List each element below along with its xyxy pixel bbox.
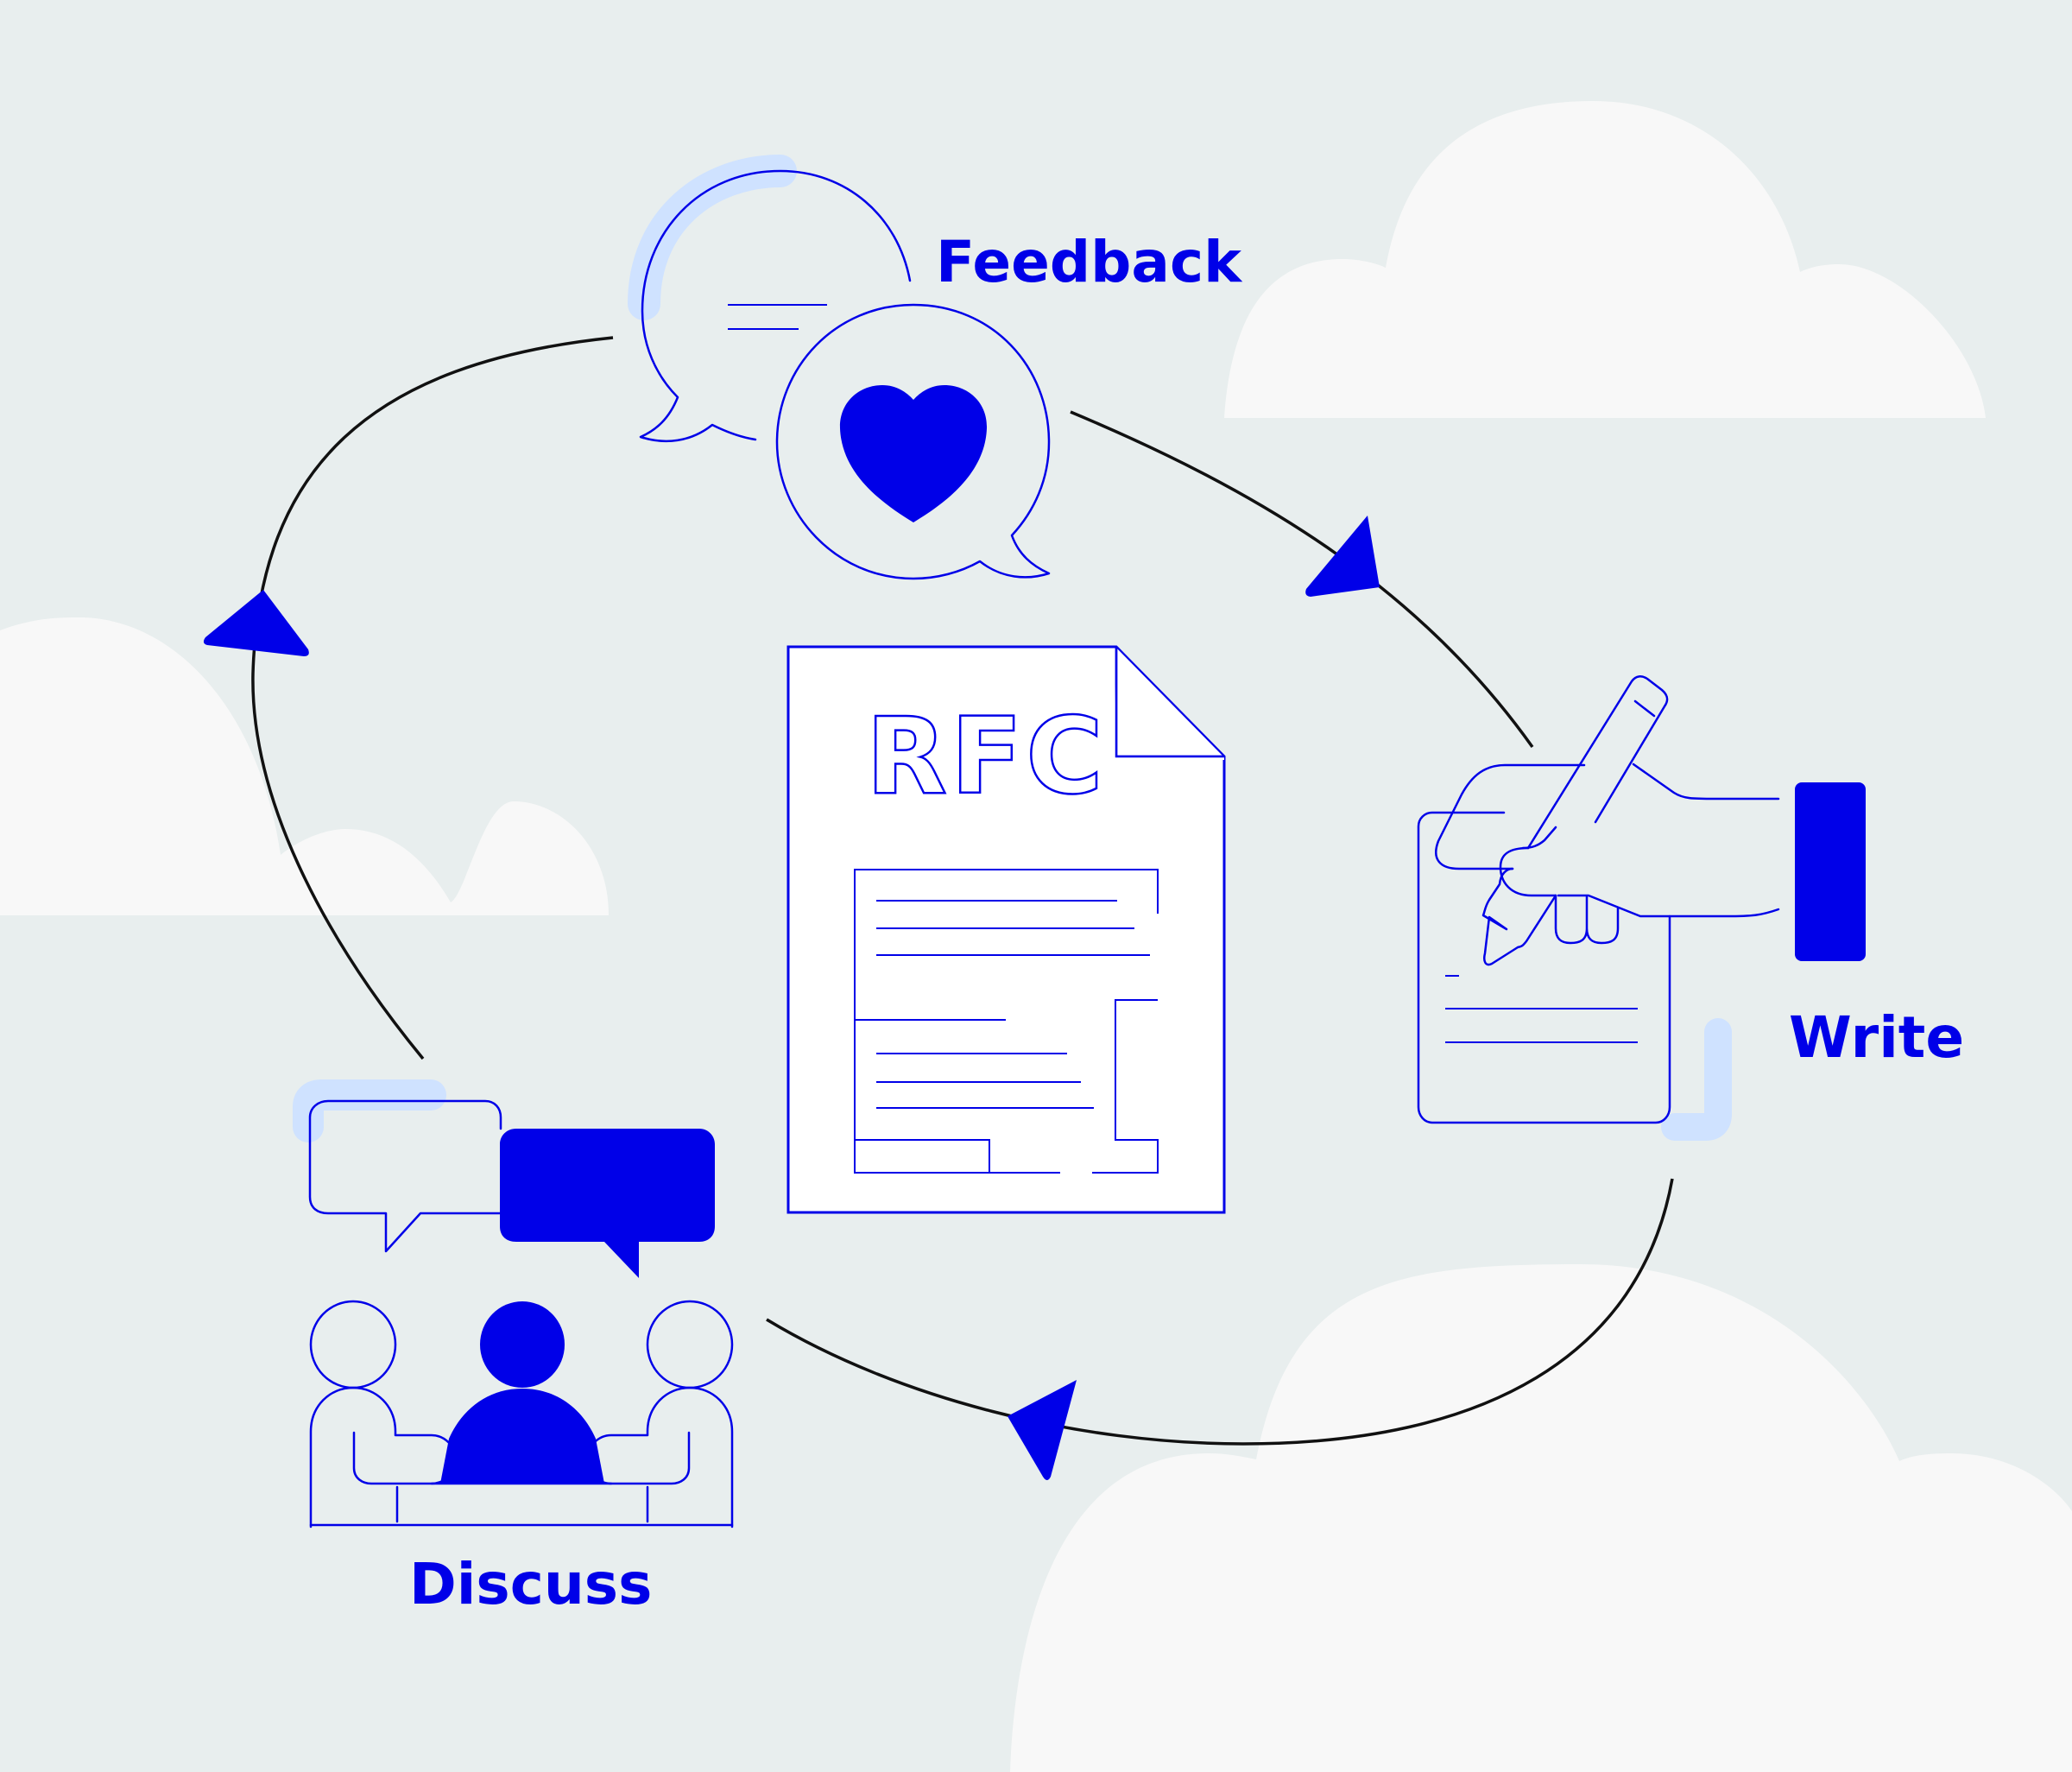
rfc-title: RFC — [866, 695, 1107, 818]
speech-bubble-filled-icon — [500, 1129, 715, 1278]
document-content — [854, 869, 1159, 1174]
connector-discuss-to-feedback — [251, 336, 614, 1060]
stage-label-discuss: Discuss — [409, 1551, 652, 1617]
meeting-table — [309, 1482, 734, 1527]
person-center-body — [440, 1389, 604, 1484]
rfc-document-icon: RFC — [786, 645, 1226, 1214]
pencil-icon — [1481, 675, 1669, 966]
stage-label-write: Write — [1789, 1004, 1964, 1071]
discuss-highlight — [293, 1079, 446, 1142]
cloud-top-right — [1224, 101, 1986, 418]
arrow-to-discuss-icon — [1008, 1380, 1077, 1480]
hand-icon — [1435, 763, 1780, 945]
cloud-bottom-right — [1010, 1264, 2072, 1772]
person-right-body — [585, 1386, 734, 1528]
connector-feedback-to-write — [1070, 410, 1534, 749]
person-center-head — [480, 1301, 565, 1388]
discuss-icon — [293, 1079, 734, 1528]
cloud-left — [0, 617, 609, 915]
speech-bubble-outline-icon — [308, 1099, 502, 1253]
document-fold-diagonal — [1115, 646, 1225, 757]
feedback-icon — [628, 155, 1051, 580]
notepad-icon — [1417, 811, 1671, 1124]
connector-write-to-discuss — [766, 1178, 1674, 1446]
person-left-body — [309, 1386, 458, 1528]
heart-icon — [839, 385, 988, 522]
stage-label-feedback: Feedback — [936, 229, 1243, 295]
write-highlight — [1661, 1018, 1732, 1141]
write-icon — [1417, 675, 1866, 1141]
arrow-to-feedback-icon — [203, 590, 309, 656]
cycle-connectors — [203, 336, 1674, 1480]
arrow-to-write-icon — [1305, 516, 1380, 597]
front-speech-bubble-icon — [775, 303, 1051, 580]
back-speech-bubble-icon — [639, 169, 912, 442]
document-fold-edge — [1115, 647, 1224, 758]
sleeve-cuff — [1795, 782, 1866, 961]
